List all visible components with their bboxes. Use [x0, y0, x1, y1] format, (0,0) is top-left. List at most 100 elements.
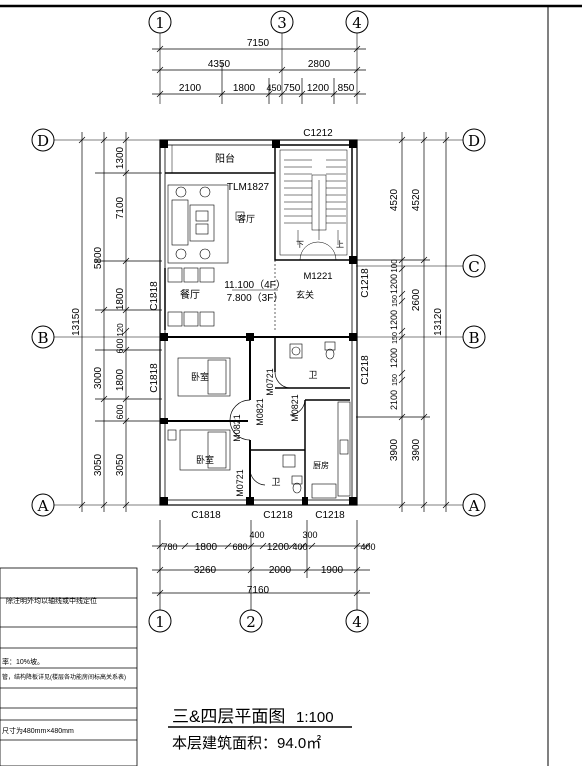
axis-label-left-B: B [37, 329, 48, 347]
door-tag-m0821-a: M0821 [255, 398, 265, 426]
axis-label-top-4: 4 [352, 14, 362, 32]
axis-label-left-D: D [37, 132, 49, 150]
dim-top-1800: 1800 [233, 83, 256, 94]
right-dimension-lines [356, 132, 450, 512]
dim-top-750: 750 [284, 83, 301, 94]
axis-label-top-3: 3 [277, 14, 287, 32]
stair-label-down: 下 [296, 240, 304, 249]
axis-bubbles-left: D B A [31, 128, 162, 517]
dim-bottom-1800: 1800 [195, 542, 218, 553]
stair-label-up: 上 [336, 240, 344, 249]
top-dimension-lines [152, 45, 366, 104]
bottom-dimension-lines [152, 520, 371, 610]
window-tag-left-c1818-a: C1818 [149, 281, 160, 311]
dim-bottom-400c: 400 [360, 542, 375, 552]
room-label-bedroom1: 卧室 [191, 371, 209, 382]
dim-left-120: 120 [116, 323, 125, 337]
dim-top-450: 450 [266, 83, 281, 93]
dim-bottom-overall: 7160 [247, 585, 270, 596]
axis-label-bottom-4: 4 [352, 613, 362, 631]
axis-label-right-B: B [468, 329, 479, 347]
elevation-3f: 7.800（3F） [227, 292, 284, 304]
window-tag-right-c1218-a: C1218 [360, 268, 371, 298]
dim-left-overall: 13150 [71, 308, 82, 336]
dim-right-1200b: 1200 [389, 310, 399, 330]
elevation-4f: 11.100（4F） [224, 279, 286, 291]
window-tag-left-c1818-b: C1818 [149, 363, 160, 393]
dim-left-600a: 600 [115, 338, 125, 353]
axis-label-top-1: 1 [155, 14, 165, 32]
window-tag-bottom-c1218-b: C1218 [315, 510, 345, 521]
dim-right-3900-outer: 3900 [411, 438, 422, 461]
drawing-scale: 1:100 [296, 709, 334, 726]
dim-right-4520: 4520 [389, 188, 400, 211]
dim-left-600b: 600 [115, 404, 125, 419]
dim-left-5800: 5800 [93, 246, 104, 269]
dim-left-1800a: 1800 [115, 287, 126, 310]
floor-area: 本层建筑面积：94.0㎡ [172, 735, 321, 752]
window-tag-bottom-c1818: C1818 [191, 510, 221, 521]
bathroom-fixtures [282, 341, 336, 494]
door-tag-m0821-b: M0821 [232, 414, 242, 442]
dim-right-overall: 13120 [433, 308, 444, 336]
dim-right-2600: 2600 [411, 288, 422, 311]
window-tag-c1212: C1212 [303, 128, 333, 139]
window-tag-right-c1218-b: C1218 [360, 355, 371, 385]
dim-right-1200c: 1200 [389, 348, 399, 368]
room-label-dining: 餐厅 [180, 288, 200, 301]
dim-left-3000: 3000 [93, 366, 104, 389]
axis-bubbles-bottom: 1 2 4 [148, 609, 369, 633]
structural-columns [160, 140, 357, 505]
dim-right-3900: 3900 [389, 438, 400, 461]
axis-label-right-A: A [468, 497, 480, 515]
dim-top-2100: 2100 [179, 83, 202, 94]
door-swings [229, 371, 306, 486]
dim-top-1200: 1200 [307, 83, 330, 94]
room-label-bath1: 卫 [308, 370, 317, 380]
dim-right-150c: 150 [392, 374, 399, 386]
kitchen-counter [311, 401, 351, 499]
dim-right-2100: 2100 [389, 390, 399, 410]
door-tag-m0721-a: M0721 [265, 368, 275, 396]
dim-bottom-400b: 400 [292, 542, 307, 552]
drawing-title: 三&四层平面图 [172, 707, 285, 726]
axis-label-right-C: C [468, 258, 479, 276]
dim-bottom-1200: 1200 [267, 542, 290, 553]
door-tag-m1221: M1221 [303, 271, 332, 282]
dim-right-100: 100 [390, 259, 399, 273]
beds [167, 357, 231, 471]
dim-left-3050: 3050 [93, 453, 104, 476]
dim-right-150b: 150 [392, 332, 399, 344]
dim-top-overall: 7150 [247, 38, 270, 49]
dim-top-850: 850 [338, 83, 355, 94]
axis-label-left-A: A [37, 497, 49, 515]
dim-top-4350: 4350 [208, 59, 231, 70]
dim-right-1200a: 1200 [389, 274, 399, 294]
door-tag-m0821-c: M0821 [290, 394, 300, 422]
axis-label-bottom-1: 1 [155, 613, 165, 631]
axis-bubbles-top: 1 3 4 [148, 10, 369, 104]
dim-bottom-780: 780 [162, 542, 177, 552]
dim-bottom-680: 680 [232, 542, 247, 552]
dim-bottom-2000: 2000 [269, 565, 292, 576]
dim-left-3050b: 3050 [115, 453, 126, 476]
exterior-walls [159, 139, 358, 506]
room-label-foyer: 玄关 [296, 289, 314, 300]
sofa-set [167, 184, 245, 327]
note-2: 率：10%坡。 [2, 657, 44, 666]
left-dimension-lines [78, 132, 162, 512]
axis-bubbles-right: D C B A [356, 128, 486, 517]
room-label-bedroom2: 卧室 [196, 454, 214, 465]
room-label-balcony: 阳台 [215, 152, 235, 165]
dim-right-150a: 150 [392, 295, 399, 307]
dim-left-1800b: 1800 [115, 368, 126, 391]
window-tag-bottom-c1218-a: C1218 [263, 510, 293, 521]
dim-right-4520-outer: 4520 [411, 188, 422, 211]
notes-table [0, 567, 138, 766]
dim-top-2800: 2800 [308, 59, 331, 70]
room-label-kitchen: 厨房 [313, 460, 329, 470]
note-1: 除注明外均以轴线或中线定位 [6, 596, 97, 605]
dim-left-1300: 1300 [115, 146, 126, 169]
dim-bottom-3260: 3260 [194, 565, 217, 576]
